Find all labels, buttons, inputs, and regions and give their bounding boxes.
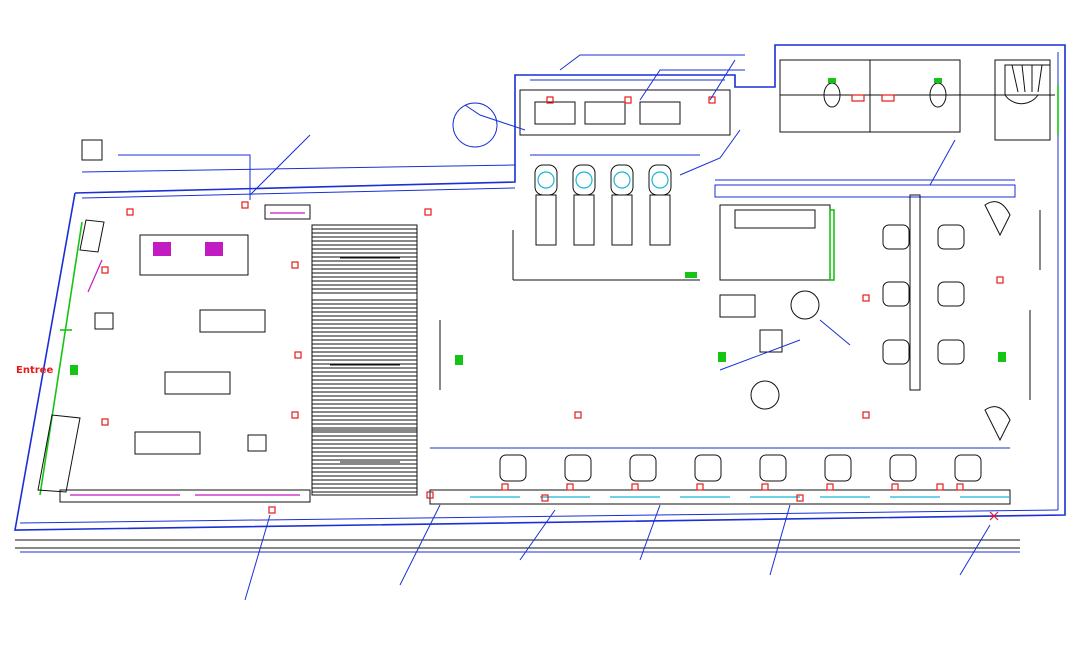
wash-basin: [537, 171, 555, 189]
styling-chair: [759, 454, 787, 482]
fire-extinguisher-marker: [291, 261, 299, 269]
client-chair: [937, 281, 965, 307]
socket: [956, 483, 964, 491]
client-chair: [937, 339, 965, 365]
dimension-lines: [20, 79, 1020, 553]
styling-chair: [499, 454, 527, 482]
socket: [696, 483, 704, 491]
fire-extinguisher-marker: [708, 96, 716, 104]
spiral-stair: [1004, 64, 1059, 135]
fire-extinguisher-marker: [424, 208, 432, 216]
fire-extinguisher-marker: [291, 411, 299, 419]
safety-markers: [70, 96, 1006, 521]
building-outline: [14, 44, 1066, 549]
client-chair: [882, 339, 910, 365]
fire-extinguisher-marker: [862, 294, 870, 302]
client-chair: [937, 224, 965, 250]
fire-extinguisher-marker: [546, 96, 554, 104]
display-racks: [70, 212, 305, 496]
styling-chair: [629, 454, 657, 482]
wash-basin: [613, 171, 631, 189]
styling-chair: [564, 454, 592, 482]
fire-extinguisher-marker: [241, 201, 249, 209]
client-chair: [882, 224, 910, 250]
fire-extinguisher-marker: [936, 483, 944, 491]
wash-area: [512, 89, 731, 281]
socket: [891, 483, 899, 491]
annotation-leaders: [81, 54, 1041, 601]
socket: [501, 483, 509, 491]
entrance-label: Entree: [16, 365, 53, 376]
socket: [826, 483, 834, 491]
wash-chair-seat: [649, 194, 671, 246]
styling-chair: [694, 454, 722, 482]
styling-chair: [889, 454, 917, 482]
fire-extinguisher-marker: [294, 351, 302, 359]
fire-extinguisher-marker: [101, 266, 109, 274]
pedicure-chair: [984, 201, 1011, 237]
fire-extinguisher-marker: [426, 491, 434, 499]
wash-chair-seat: [535, 194, 557, 246]
fire-extinguisher-marker: [862, 411, 870, 419]
fire-extinguisher-marker: [101, 418, 109, 426]
wash-chair-seat: [611, 194, 633, 246]
color-bar: [714, 184, 1016, 442]
socket: [631, 483, 639, 491]
pedicure-chair: [984, 406, 1011, 442]
fire-extinguisher-marker: [268, 506, 276, 514]
toilets: [823, 78, 947, 108]
wash-basin: [575, 171, 593, 189]
entrance-zone: [37, 204, 311, 503]
fire-extinguisher-marker: [574, 411, 582, 419]
styling-chair: [824, 454, 852, 482]
wash-chair-seat: [573, 194, 595, 246]
fire-extinguisher-marker: [126, 208, 134, 216]
wash-basin: [651, 171, 669, 189]
styling-stations: [429, 454, 1011, 505]
central-stairwell: [311, 224, 418, 496]
socket: [761, 483, 769, 491]
fire-extinguisher-marker: [541, 494, 549, 502]
socket: [566, 483, 574, 491]
styling-chair: [954, 454, 982, 482]
client-chair: [882, 281, 910, 307]
fire-extinguisher-marker: [996, 276, 1004, 284]
fire-extinguisher-marker: [624, 96, 632, 104]
fire-extinguisher-marker: [796, 494, 804, 502]
